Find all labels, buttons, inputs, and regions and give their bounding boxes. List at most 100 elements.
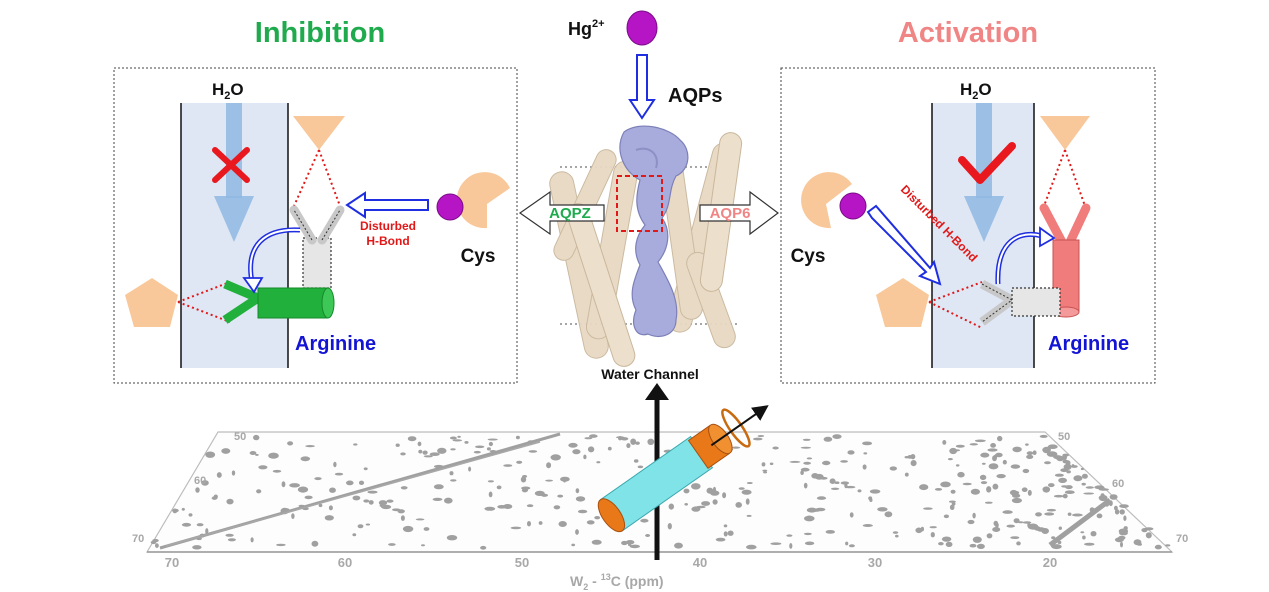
spectrum-peak <box>550 454 561 461</box>
spectrum-peak <box>741 489 752 495</box>
activation-panel: H2O Disturbed H-Bond <box>780 67 1156 384</box>
spectrum-peak <box>992 455 997 462</box>
spectrum-peak <box>516 460 523 464</box>
spectrum-peak <box>1090 531 1097 537</box>
spectrum-peak <box>249 451 257 455</box>
spectrum-peak <box>806 457 813 460</box>
spectrum-peak <box>840 460 848 463</box>
spectrum-peak <box>706 487 714 494</box>
spectrum-peak <box>575 496 586 502</box>
spectrum-peak <box>334 472 344 476</box>
spectrum-peak <box>558 521 567 527</box>
spectrum-peak <box>1002 459 1007 465</box>
spectrum-peak <box>895 534 899 538</box>
spectrum-peak <box>1080 531 1085 534</box>
spectrum-peak <box>829 478 836 485</box>
spectrum-peak <box>432 497 443 501</box>
spectrum-peak <box>635 441 640 445</box>
spectrum-peak <box>155 543 159 548</box>
spectrum-peak <box>996 474 1006 479</box>
spectrum-peak <box>919 484 929 491</box>
spectrum-peak <box>276 543 286 547</box>
arginine-left <box>222 279 335 324</box>
spectrum-peak <box>1058 477 1067 483</box>
spectrum-peak <box>367 490 378 494</box>
spectrum-peak <box>1002 510 1013 514</box>
spectrum-peak <box>607 446 612 451</box>
spectrum-peak <box>727 530 734 536</box>
spectrum-peak <box>816 496 827 500</box>
spectrum-peak <box>422 450 428 455</box>
spectrum-peak <box>772 446 779 450</box>
spectrum-peak <box>969 443 978 446</box>
spectrum-peak <box>904 472 909 477</box>
spectrum-peak <box>205 451 216 458</box>
spectrum-peak <box>515 435 520 440</box>
spectrum-peak <box>205 528 209 535</box>
spectrum-peak <box>1081 473 1088 479</box>
spectrum-peak <box>1084 542 1095 546</box>
spectrum-peak <box>762 469 768 472</box>
left-curve-arrow-inner <box>249 228 301 283</box>
spectrum-peak <box>423 527 430 531</box>
spectrum-peak <box>1039 434 1048 438</box>
right-water-label: H2O <box>960 80 992 102</box>
spectrum-peak <box>684 503 688 506</box>
spectrum-peak <box>195 487 200 493</box>
spectrum-peak <box>480 545 487 550</box>
spectrum-peak <box>522 475 528 478</box>
left-water-arrow-head <box>214 196 254 242</box>
spectrum-peak <box>1026 454 1034 459</box>
spectrum-peak <box>1071 465 1078 468</box>
spectrum-peak <box>557 494 564 498</box>
spectrum-peak <box>789 543 793 549</box>
y-tick-left-70: 70 <box>132 533 144 545</box>
left-triangle-hbond <box>293 149 341 207</box>
spectrum-peak <box>1064 490 1075 495</box>
spectrum-peak <box>324 515 334 521</box>
spectrum-peak <box>979 474 987 481</box>
spectrum-peak <box>862 441 873 446</box>
helix-6 <box>686 251 736 349</box>
spectrum-peak <box>429 452 440 457</box>
left-arginine-label: Arginine <box>295 333 376 355</box>
spectrum-peak <box>503 464 513 467</box>
spectrum-peak <box>1027 489 1032 496</box>
spectrum-peak <box>789 460 801 463</box>
spectrum-peak <box>487 480 494 483</box>
right-curve-arrow-head <box>1039 226 1056 248</box>
spectrum-peak <box>1141 528 1148 533</box>
spectrum-peak <box>988 463 999 470</box>
spectrum-peak <box>763 471 768 474</box>
y-tick-left-50: 50 <box>234 431 246 443</box>
left-curve-arrow-head <box>242 277 264 294</box>
spectrum-peak <box>227 538 236 542</box>
spectrum-peak <box>1011 497 1023 504</box>
spectrum-peak <box>812 508 821 512</box>
spectrum-peak <box>948 458 953 461</box>
spectrum-peak <box>910 460 917 467</box>
spectrum-peak <box>541 493 548 497</box>
left-disturbed-line1: Disturbed <box>360 219 416 233</box>
spectrum-peak <box>1013 491 1020 495</box>
spectrum-peak <box>802 438 811 441</box>
spectrum-peak <box>967 519 975 525</box>
spectrum-peak <box>1046 451 1058 457</box>
spectrum-peak <box>625 540 635 545</box>
spectrum-peak <box>955 464 960 467</box>
spectrum-peak <box>1051 536 1056 540</box>
spectrum-peak <box>591 539 602 545</box>
left-hbond-lines <box>177 281 231 323</box>
ghost-arginine-left <box>289 205 345 289</box>
spectrum-peak <box>1080 467 1084 471</box>
spectrum-peak <box>945 541 953 548</box>
spectrum-peak <box>753 437 763 441</box>
spectrum-peak <box>869 498 873 502</box>
spectrum-peak <box>584 437 593 440</box>
spectrum-peak <box>972 536 982 543</box>
rotor-icon <box>597 405 769 533</box>
spectrum-peak <box>225 533 234 537</box>
spectrum-peak <box>1026 451 1034 456</box>
spectrum-peak <box>353 443 358 446</box>
aqp-protein: Hg2+ AQPs Water Channel AQPZ <box>518 10 779 382</box>
